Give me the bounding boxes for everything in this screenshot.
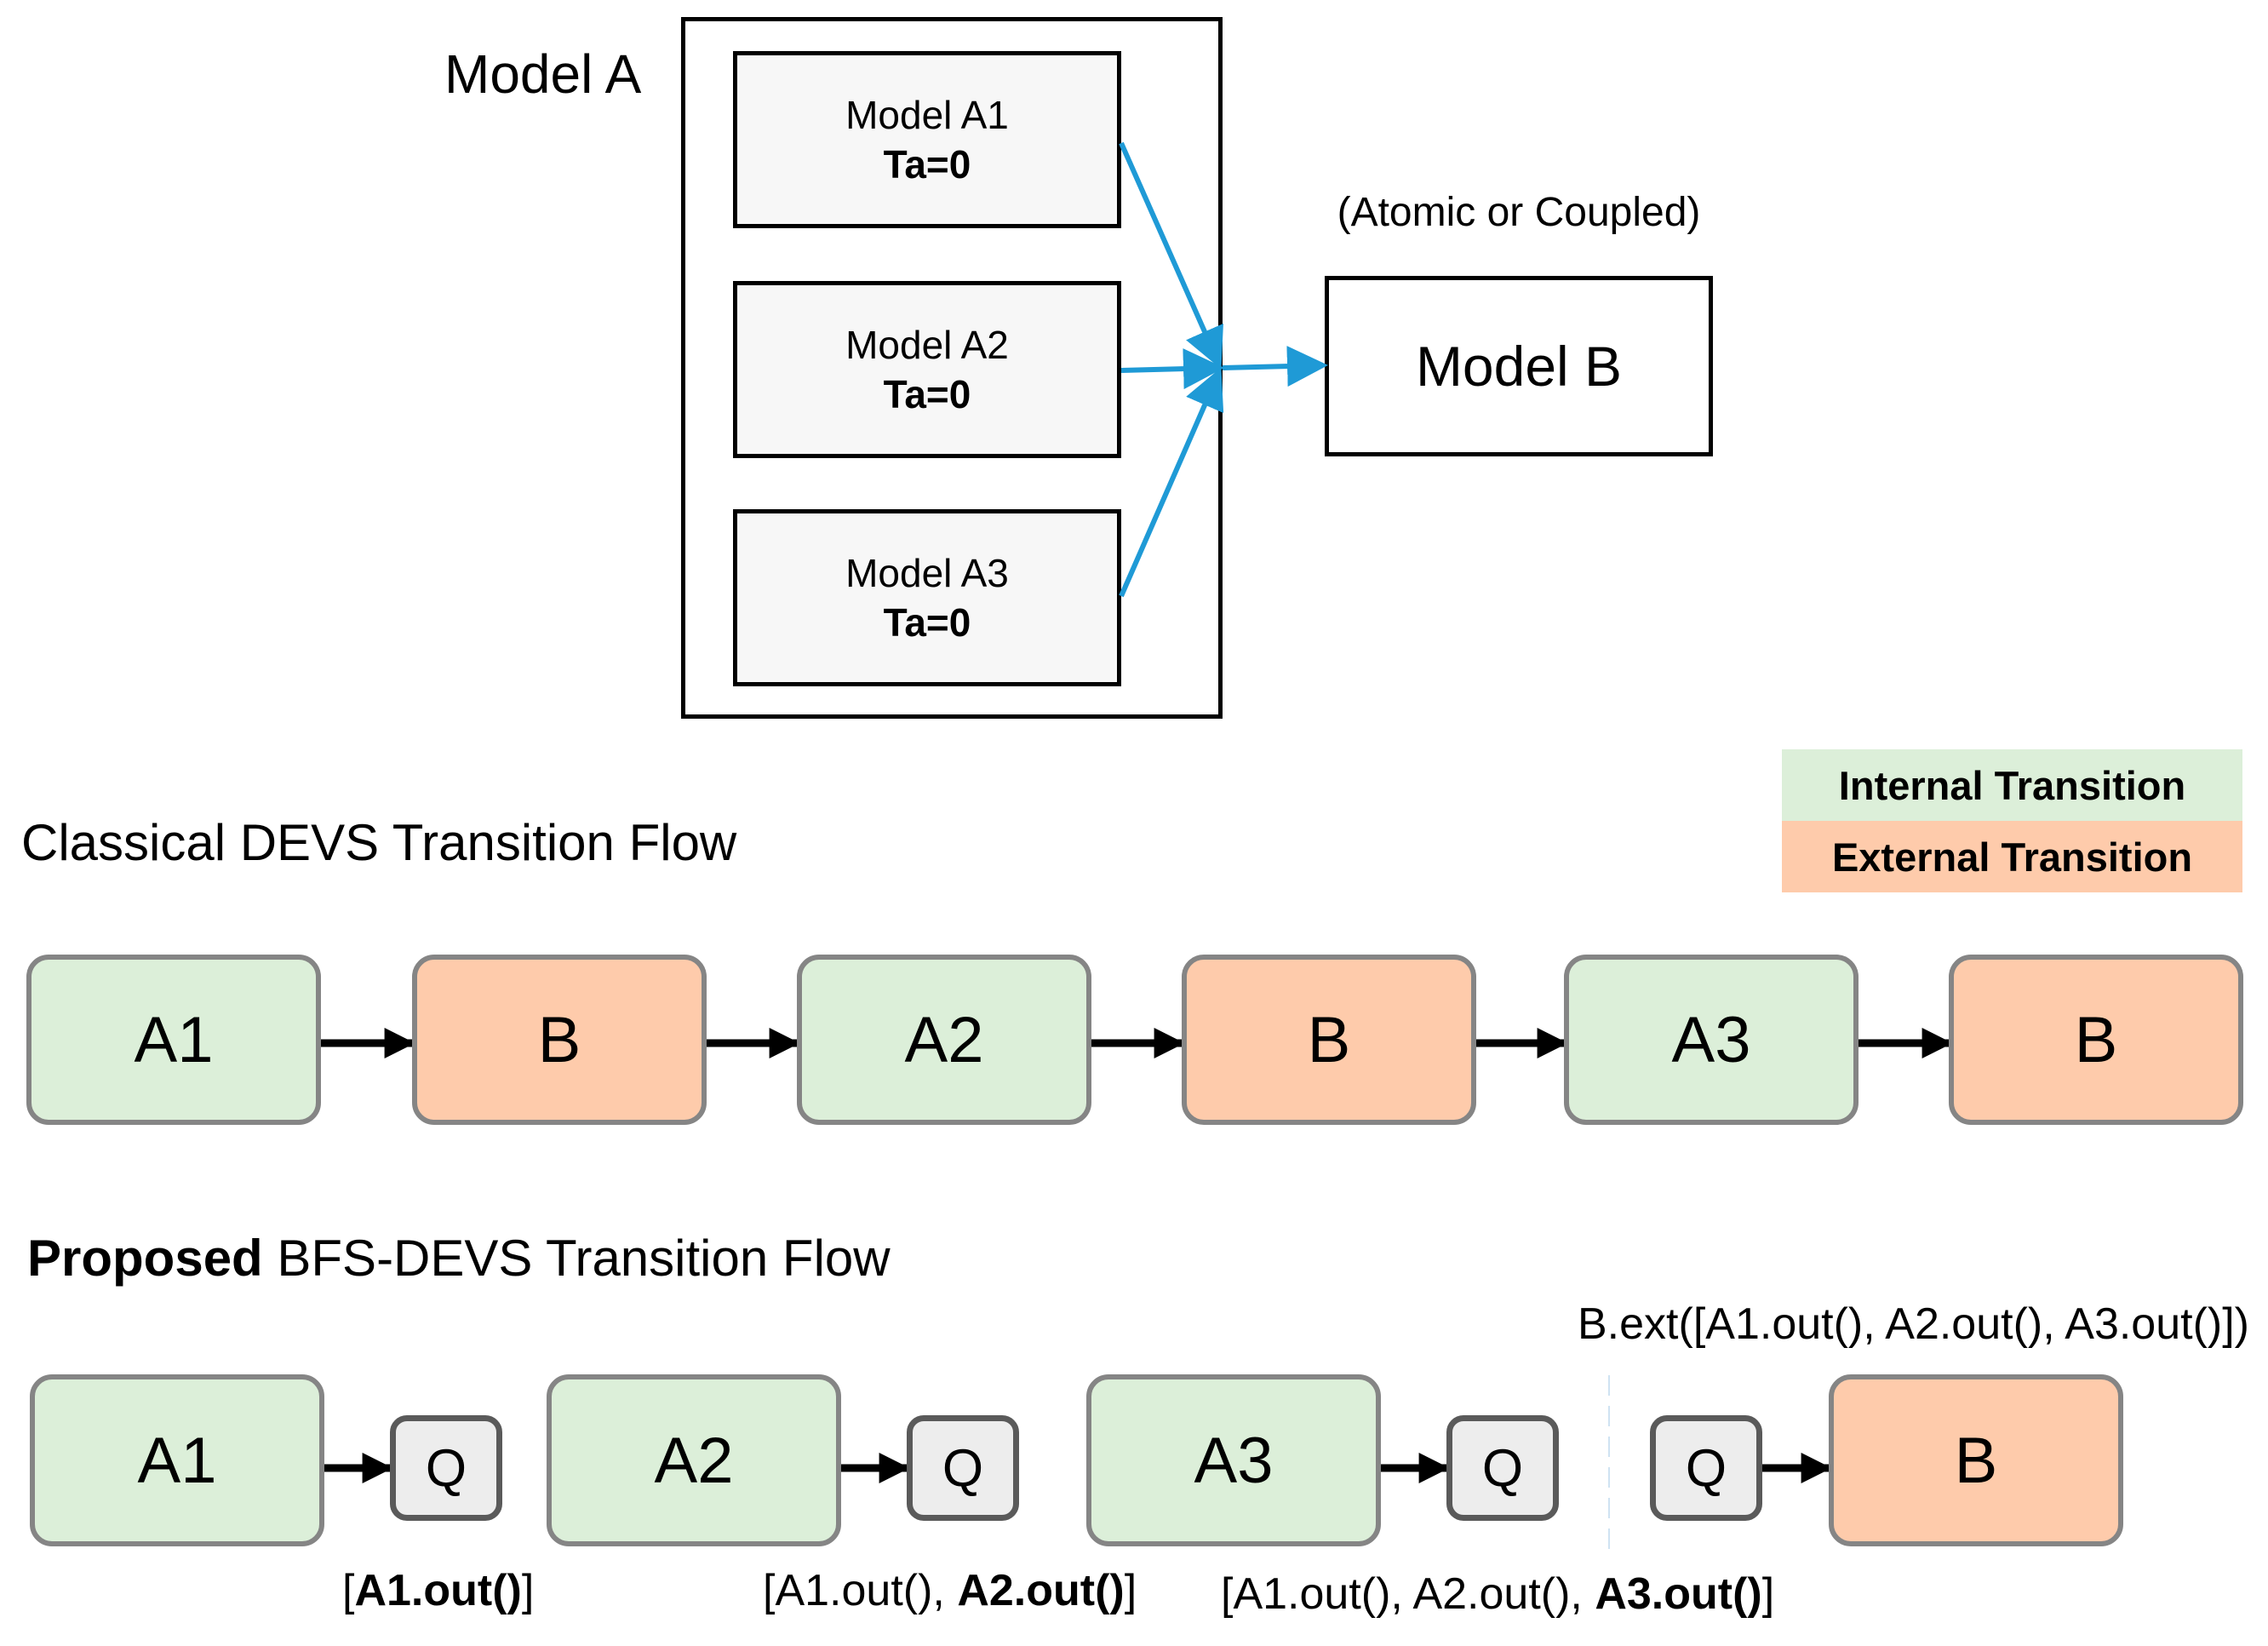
- legend-external: External Transition: [1782, 821, 2242, 892]
- model-a2-box: Model A2 Ta=0: [733, 281, 1121, 458]
- proposed-title-bold: Proposed: [27, 1230, 263, 1287]
- model-a1-name: Model A1: [845, 93, 1009, 137]
- proposed-title: Proposed BFS-DEVS Transition Flow: [27, 1229, 891, 1288]
- classical-node-b: B: [412, 955, 707, 1125]
- model-a3-name: Model A3: [845, 551, 1009, 595]
- model-a3-box: Model A3 Ta=0: [733, 509, 1121, 686]
- queue-2-contents: [A1.out(), A2.out()]: [763, 1566, 1137, 1615]
- b-ext-call: B.ext([A1.out(), A2.out(), A3.out()]): [1578, 1299, 2249, 1349]
- proposed-node-a2: A2: [547, 1374, 841, 1546]
- arrow-a3-to-port: [1119, 367, 1224, 598]
- classical-node-b: B: [1949, 955, 2243, 1125]
- model-a1-box: Model A1 Ta=0: [733, 51, 1121, 228]
- proposed-node-a1: A1: [30, 1374, 324, 1546]
- queue-3-contents: [A1.out(), A2.out(), A3.out()]: [1221, 1569, 1775, 1619]
- model-b-label: Model B: [1415, 335, 1623, 398]
- arrow-a1-to-port: [1119, 141, 1223, 370]
- proposed-title-rest: BFS-DEVS Transition Flow: [262, 1230, 891, 1287]
- model-a2-name: Model A2: [845, 323, 1009, 367]
- queue-3: Q: [1446, 1415, 1559, 1521]
- model-a2-ta: Ta=0: [883, 372, 971, 416]
- queue-2: Q: [907, 1415, 1019, 1521]
- queue-1: Q: [390, 1415, 502, 1521]
- model-a1-ta: Ta=0: [883, 142, 971, 186]
- classical-title: Classical DEVS Transition Flow: [21, 814, 737, 871]
- queue-1-contents: [A1.out()]: [342, 1566, 535, 1615]
- model-a3-ta: Ta=0: [883, 600, 971, 645]
- queue-merged: Q: [1650, 1415, 1762, 1521]
- classical-node-a3: A3: [1564, 955, 1858, 1125]
- model-a-label: Model A: [444, 43, 642, 105]
- classical-node-b: B: [1182, 955, 1476, 1125]
- classical-node-a1: A1: [26, 955, 321, 1125]
- model-b-note: (Atomic or Coupled): [1337, 190, 1701, 235]
- arrow-a2-to-port: [1120, 348, 1224, 390]
- proposed-node-a3: A3: [1086, 1374, 1381, 1546]
- legend: Internal Transition External Transition: [1782, 749, 2242, 892]
- proposed-node-b: B: [1829, 1374, 2123, 1546]
- arrow-port-to-model-b: [1222, 346, 1328, 387]
- classical-node-a2: A2: [797, 955, 1091, 1125]
- model-b-box: Model B: [1325, 276, 1713, 456]
- legend-internal: Internal Transition: [1782, 749, 2242, 821]
